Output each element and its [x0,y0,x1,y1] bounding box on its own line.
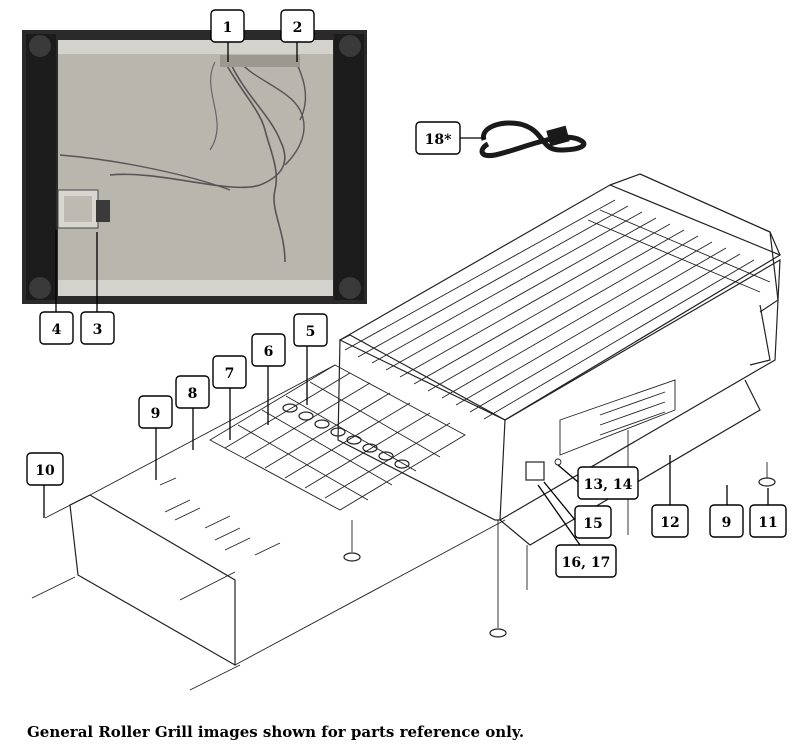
callout-9-left: 9 [138,395,173,429]
callout-2: 2 [280,9,315,43]
callout-8-label: 8 [188,386,198,402]
leader-lines [43,42,769,546]
screws [159,477,281,556]
callout-11: 11 [749,504,787,538]
grill-drawing [31,173,782,691]
callout-4-label: 4 [52,322,62,338]
callout-6-label: 6 [264,344,274,360]
callout-9-left-label: 9 [151,406,161,422]
underside-photo [22,30,367,304]
callout-7: 7 [212,355,247,389]
front-cover [31,364,506,691]
callout-18: 18* [415,121,461,155]
heating-rack [209,364,466,511]
callout-16-17: 16, 17 [555,544,617,578]
callout-12: 12 [651,504,689,538]
callout-11-label: 11 [758,515,777,531]
callout-5: 5 [293,313,328,347]
callout-13-14-label: 13, 14 [584,477,633,493]
callout-16-17-label: 16, 17 [562,555,611,571]
callout-2-label: 2 [293,20,303,36]
callout-12-label: 12 [660,515,679,531]
caption: General Roller Grill images shown for pa… [27,723,525,741]
power-cord [479,120,587,159]
callout-1: 1 [210,9,245,43]
callout-15-label: 15 [583,516,602,532]
callout-18-label: 18* [425,132,452,148]
callout-3: 3 [80,311,115,345]
callout-5-label: 5 [306,324,316,340]
callout-6: 6 [251,333,286,367]
callout-7-label: 7 [225,366,235,382]
callout-10-label: 10 [35,463,55,479]
callout-1-label: 1 [223,20,233,36]
callout-15: 15 [574,505,612,539]
callout-3-label: 3 [93,322,103,338]
callout-13-14: 13, 14 [577,466,639,500]
callout-10: 10 [26,452,64,486]
roller-gears [282,403,410,469]
callout-4: 4 [39,311,74,345]
callout-9-right-label: 9 [722,515,732,531]
callout-9-right: 9 [709,504,744,538]
callout-8: 8 [175,375,210,409]
roller-tubes [344,199,755,420]
